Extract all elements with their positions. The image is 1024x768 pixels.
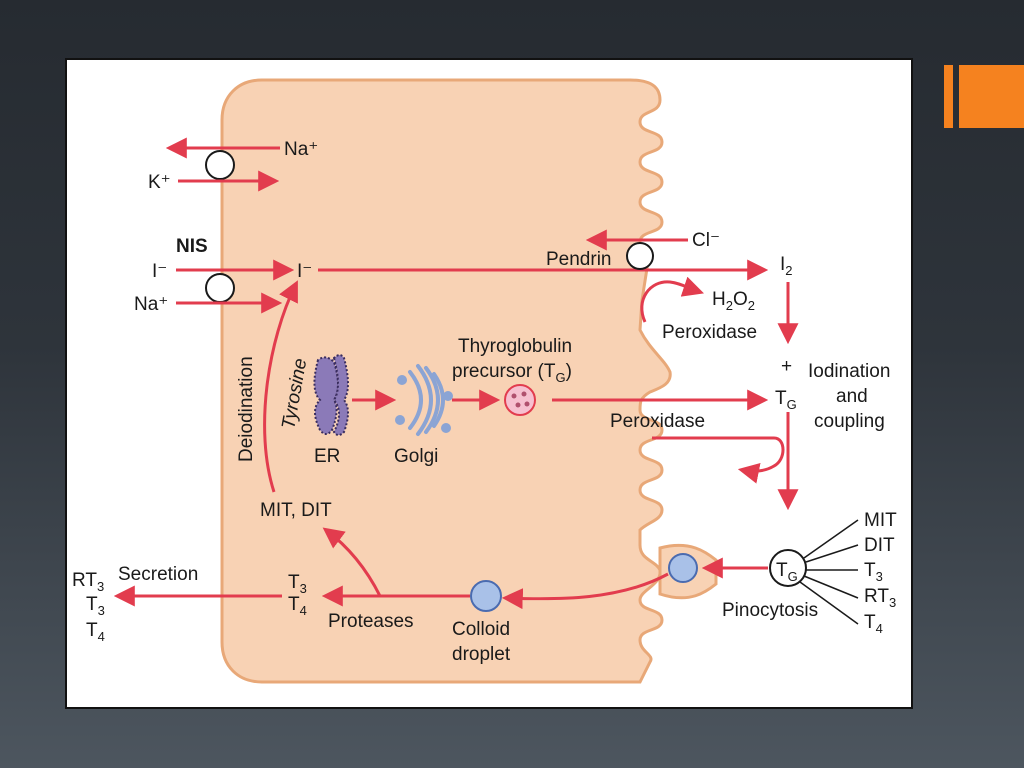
label-iodide-cell: I⁻ xyxy=(297,261,312,282)
label-golgi: Golgi xyxy=(394,446,438,467)
label-nis: NIS xyxy=(176,236,208,257)
label-k: K⁺ xyxy=(148,172,171,193)
label-rt3-left: RT3 xyxy=(72,570,104,594)
label-cl: Cl⁻ xyxy=(692,230,720,251)
label-t4-right: T4 xyxy=(864,612,883,636)
label-mit-dit: MIT, DIT xyxy=(260,500,332,521)
label-na-top: Na⁺ xyxy=(284,139,318,160)
na-k-pump-icon xyxy=(205,150,235,180)
thyroglobulin-vesicle-icon xyxy=(504,384,536,416)
tg-spokes xyxy=(799,519,859,625)
accent-bar-thick xyxy=(959,65,1024,128)
label-secretion: Secretion xyxy=(118,564,198,585)
label-h2o2: H2O2 xyxy=(712,289,755,313)
label-deiodination: Deiodination xyxy=(236,356,257,462)
label-i2: I2 xyxy=(780,254,793,278)
label-na-bottom: Na⁺ xyxy=(134,294,168,315)
label-tg-main: TG xyxy=(775,388,797,412)
label-colloid-1: Colloid xyxy=(452,619,510,640)
er-icon xyxy=(313,354,349,436)
label-plus: + xyxy=(781,356,792,377)
label-pinocytosis: Pinocytosis xyxy=(722,600,818,621)
label-peroxidase-top: Peroxidase xyxy=(662,322,757,343)
golgi-icon xyxy=(395,364,453,436)
tg-colloid-circle xyxy=(769,549,807,587)
label-dit: DIT xyxy=(864,535,895,556)
label-t3-left: T3 xyxy=(86,594,105,618)
label-t3-mid: T3 xyxy=(288,572,307,596)
label-pendrin: Pendrin xyxy=(546,249,612,270)
nis-symporter-icon xyxy=(205,273,235,303)
label-thyroglobulin-1: Thyroglobulin xyxy=(458,336,572,357)
label-iodination-1: Iodination xyxy=(808,361,890,382)
label-iodination-2: and xyxy=(836,386,868,407)
label-iodination-3: coupling xyxy=(814,411,885,432)
label-thyroglobulin-2: precursor (TG) xyxy=(452,361,572,385)
label-colloid-2: droplet xyxy=(452,644,511,665)
colloid-droplet-icon xyxy=(470,580,502,612)
endocytosed-droplet-icon xyxy=(668,553,698,583)
label-t4-mid: T4 xyxy=(288,594,307,618)
label-t4-left: T4 xyxy=(86,620,105,644)
label-proteases: Proteases xyxy=(328,611,414,632)
accent-bar-thin xyxy=(944,65,953,128)
pendrin-transporter-icon xyxy=(626,242,654,270)
label-er: ER xyxy=(314,446,340,467)
label-peroxidase-mid: Peroxidase xyxy=(610,411,705,432)
label-tg-circle: TG xyxy=(776,560,798,584)
label-rt3-right: RT3 xyxy=(864,586,896,610)
label-mit: MIT xyxy=(864,510,897,531)
label-iodide-in: I⁻ xyxy=(152,261,167,282)
label-t3-right: T3 xyxy=(864,560,883,584)
